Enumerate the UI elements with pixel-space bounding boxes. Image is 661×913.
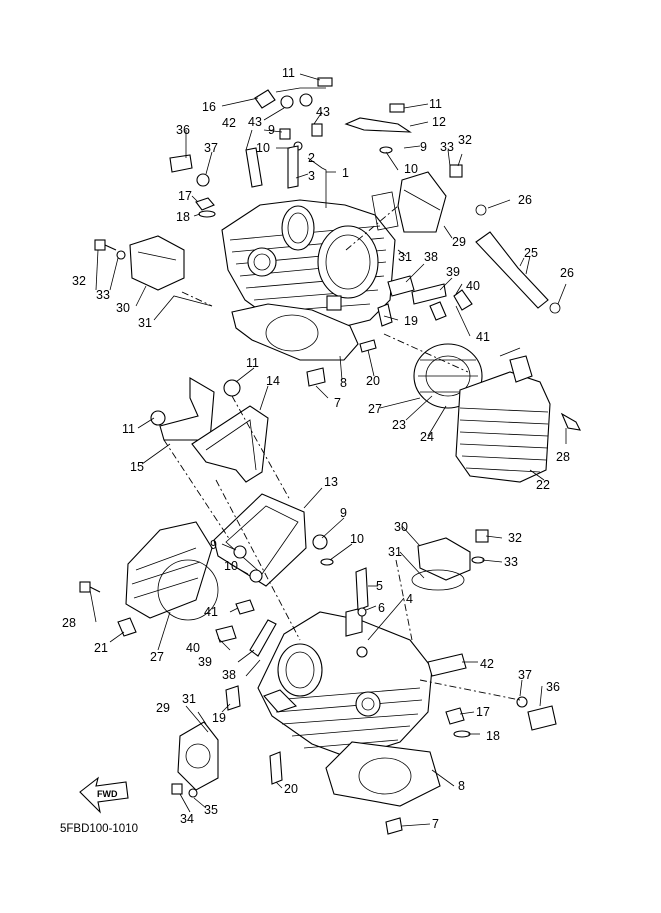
callout-41: 41 [476,330,490,344]
callout-9: 9 [210,538,217,552]
callout-36: 36 [546,680,560,694]
callout-36: 36 [176,123,190,137]
callout-14: 14 [266,374,280,388]
front-cylinder [79,521,219,637]
callout-27: 27 [150,650,164,664]
callout-32: 32 [72,274,86,288]
callout-42: 42 [480,657,494,671]
callout-35: 35 [204,803,218,817]
callout-31: 31 [182,692,196,706]
callout-6: 6 [378,601,385,615]
callout-20: 20 [284,782,298,796]
callout-31: 31 [388,545,402,559]
callout-37: 37 [204,141,218,155]
rear-head-small-parts [94,77,561,387]
engine-brackets [150,377,334,587]
callout-32: 32 [508,531,522,545]
callout-33: 33 [504,555,518,569]
callout-29: 29 [452,235,466,249]
callout-10: 10 [404,162,418,176]
callout-20: 20 [366,374,380,388]
callout-31: 31 [138,316,152,330]
callout-31: 31 [398,250,412,264]
callout-29: 29 [156,701,170,715]
assembly-lines [163,205,521,701]
rear-cylinder-head [221,199,396,331]
callout-43: 43 [248,115,262,129]
callout-41: 41 [204,605,218,619]
callout-24: 24 [420,430,434,444]
callout-27: 27 [368,402,382,416]
leader-lines [89,73,567,827]
callout-17: 17 [476,705,490,719]
callout-11: 11 [282,66,295,80]
callout-10: 10 [224,559,238,573]
callout-34: 34 [180,812,194,826]
callout-22: 22 [536,478,550,492]
callout-38: 38 [222,668,236,682]
callout-9: 9 [420,140,427,154]
callout-19: 19 [212,711,226,725]
callout-40: 40 [186,641,200,655]
callout-9: 9 [268,123,275,137]
callout-30: 30 [116,301,130,315]
callout-8: 8 [340,376,347,390]
callout-12: 12 [432,115,446,129]
callout-42: 42 [222,116,236,130]
callout-32: 32 [458,133,472,147]
callout-26: 26 [518,193,532,207]
rear-head-gasket [231,303,359,361]
rear-cylinder [413,343,581,483]
front-head-small-parts [171,529,557,835]
callout-11: 11 [122,422,135,436]
callout-23: 23 [392,418,406,432]
callout-5: 5 [376,579,383,593]
callout-17: 17 [178,189,192,203]
callout-7: 7 [334,396,341,410]
callout-3: 3 [308,169,315,183]
callout-18: 18 [486,729,500,743]
callout-38: 38 [424,250,438,264]
callout-7: 7 [432,817,439,831]
callout-10: 10 [256,141,270,155]
callout-40: 40 [466,279,480,293]
callout-39: 39 [446,265,460,279]
callout-9: 9 [340,506,347,520]
callout-16: 16 [202,100,216,114]
callout-21: 21 [94,641,108,655]
callout-28: 28 [62,616,76,630]
callout-labels: 11 16 43 43 11 12 9 42 36 9 32 10 33 2 3… [62,66,574,831]
callout-33: 33 [440,140,454,154]
forward-direction-arrow-icon: FWD [79,776,129,814]
callout-33: 33 [96,288,110,302]
callout-11: 11 [246,356,259,370]
callout-15: 15 [130,460,144,474]
callout-19: 19 [404,314,418,328]
callout-4: 4 [406,592,413,606]
fwd-label: FWD [97,789,118,799]
callout-37: 37 [518,668,532,682]
callout-28: 28 [556,450,570,464]
callout-18: 18 [176,210,190,224]
callout-10: 10 [350,532,364,546]
callout-30: 30 [394,520,408,534]
callout-43: 43 [316,105,330,119]
callout-13: 13 [324,475,338,489]
callout-25: 25 [524,246,538,260]
callout-8: 8 [458,779,465,793]
callout-26: 26 [560,266,574,280]
front-cylinder-head [257,607,433,759]
callout-1: 1 [342,166,349,180]
callout-11: 11 [429,97,442,111]
callout-2: 2 [308,151,315,165]
diagram-code: 5FBD100-1010 [60,823,138,835]
callout-39: 39 [198,655,212,669]
